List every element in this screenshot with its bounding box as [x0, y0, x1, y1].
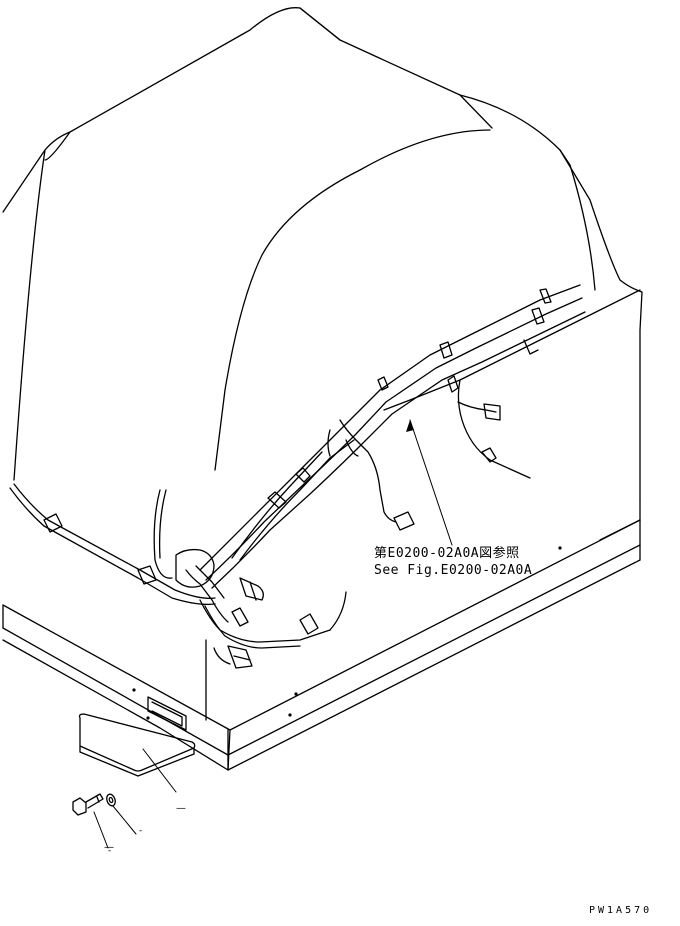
callout-leader-arrow: [406, 419, 453, 546]
main-harness-trunk: [199, 284, 586, 589]
part-mark-2: —: [104, 842, 114, 853]
cover-plate: [78, 713, 196, 777]
access-port-opening: [147, 696, 187, 731]
part-leader-lines: [93, 748, 177, 849]
drawing-code: PW1A570: [589, 905, 653, 916]
mounting-bolt: [72, 793, 104, 816]
cab-canopy: [2, 7, 643, 501]
part-mark-4: -: [108, 846, 112, 856]
part-mark-1: —: [176, 803, 186, 814]
harness-junction: [175, 548, 347, 669]
part-mark-3: -: [139, 826, 143, 836]
left-floor-harness: [9, 483, 216, 606]
washer: [106, 793, 116, 807]
callout-line-jp: 第E0200-02A0A図参照: [374, 546, 520, 561]
callout-line-en: See Fig.E0200-02A0A: [374, 563, 533, 578]
see-figure-callout: 第E0200-02A0A図参照 See Fig.E0200-02A0A: [374, 545, 532, 579]
branch-harness-right: [327, 419, 415, 531]
branch-harness-upper-right: [383, 289, 641, 479]
cab-floor-frame: [2, 499, 641, 771]
